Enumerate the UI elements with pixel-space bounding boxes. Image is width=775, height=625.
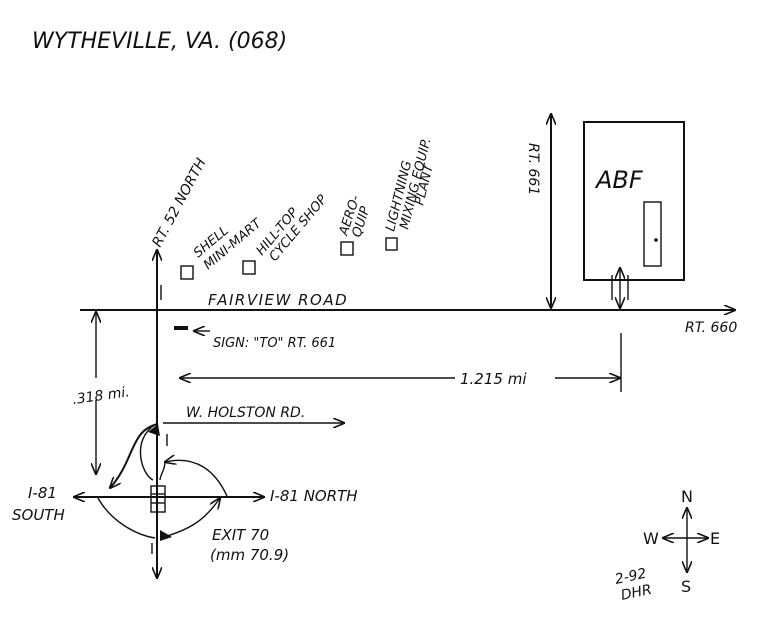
abf-building	[583, 121, 685, 281]
ramp-marker-south	[160, 530, 172, 541]
rt661-label: RT. 661	[525, 143, 541, 195]
exit-label-line1: EXIT 70	[212, 526, 269, 544]
fairview-road-label: FAIRVIEW ROAD	[208, 291, 348, 309]
hill-top-cycle-marker	[242, 260, 256, 275]
ramp-northeast-inner	[159, 461, 166, 481]
distance-horizontal-gap	[455, 368, 555, 388]
compass-e: E	[710, 529, 720, 548]
abf-door-knob	[654, 238, 658, 242]
rt660-label: RT. 660	[685, 320, 737, 336]
ramp-southeast	[159, 498, 220, 539]
ramp-northwest-inner	[139, 423, 157, 481]
ramp-marker-north	[148, 424, 160, 436]
compass-w: W	[643, 529, 659, 548]
i81-south-label-line2: SOUTH	[12, 506, 65, 524]
lightning-plant-marker	[385, 237, 398, 251]
distance-vertical-gap	[66, 378, 136, 400]
aero-quip-marker	[340, 241, 354, 256]
distance-vertical-label: .318 mi.	[71, 384, 130, 408]
compass: N S E W	[643, 487, 720, 596]
rt52-label: RT. 52 NORTH	[149, 155, 209, 250]
i81-south-label-line1: I-81	[28, 484, 57, 502]
sign-label: SIGN: "TO" RT. 661	[213, 336, 336, 351]
signature-line2: DHR	[620, 582, 654, 604]
ramp-northwest	[110, 423, 159, 488]
ramp-northeast	[165, 460, 228, 497]
exit-label-line2: (mm 70.9)	[210, 546, 289, 564]
signature-line1: 2-92	[614, 566, 648, 588]
page-title: WYTHEVILLE, VA. (068)	[32, 29, 287, 54]
distance-horizontal-label: 1.215 mi	[460, 370, 527, 388]
i81-overpass	[150, 485, 166, 513]
w-holston-label: W. HOLSTON RD.	[186, 405, 305, 421]
i81-north-label: I-81 NORTH	[270, 487, 358, 505]
ramp-southwest	[97, 497, 156, 539]
shell-mini-mart-marker	[180, 265, 194, 280]
abf-door	[643, 201, 662, 267]
abf-label: ABF	[594, 166, 644, 194]
compass-s: S	[681, 577, 691, 596]
compass-n: N	[681, 487, 693, 506]
